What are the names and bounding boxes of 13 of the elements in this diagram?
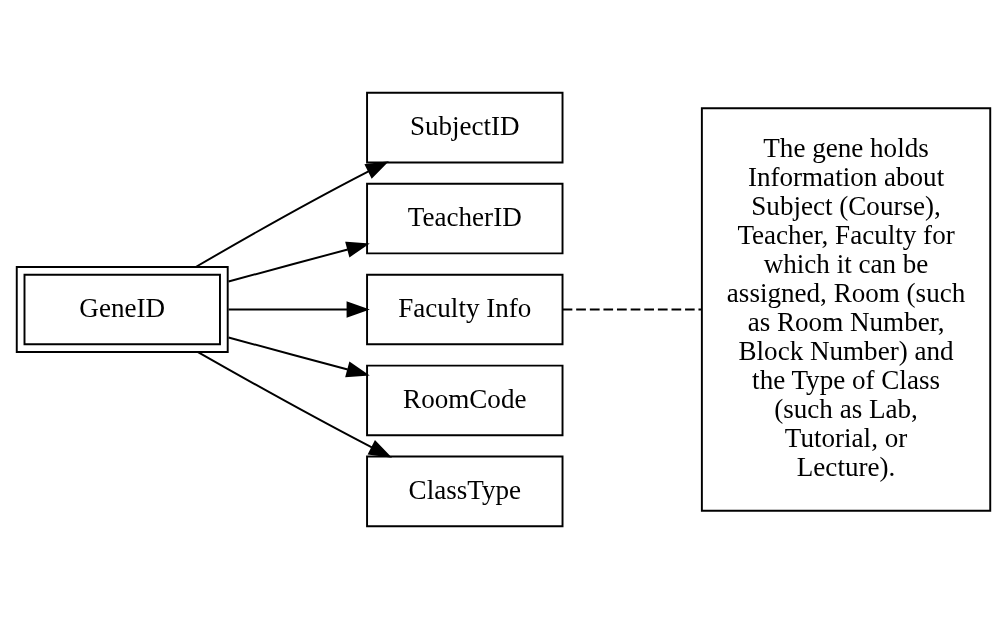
connector	[561, 308, 703, 311]
arrow	[227, 336, 370, 378]
node-box: GeneID	[15, 265, 229, 354]
arrow	[227, 301, 370, 318]
node-box: ClassType	[366, 455, 564, 528]
node-box: SubjectID	[366, 91, 564, 164]
arrow	[195, 161, 389, 268]
node-box: Faculty Info	[366, 273, 564, 346]
node-box: The gene holds Information about Subject (Course), Teacher, Faculty for which it can be assigned, Room (such as Room Number, Block Number) and the Type of Class (such as Lab, Tutorial, or Lecture).	[700, 107, 992, 512]
arrow	[227, 241, 370, 283]
node-box: TeacherID	[366, 182, 564, 255]
arrow	[197, 351, 393, 458]
node-box: RoomCode	[366, 364, 564, 437]
